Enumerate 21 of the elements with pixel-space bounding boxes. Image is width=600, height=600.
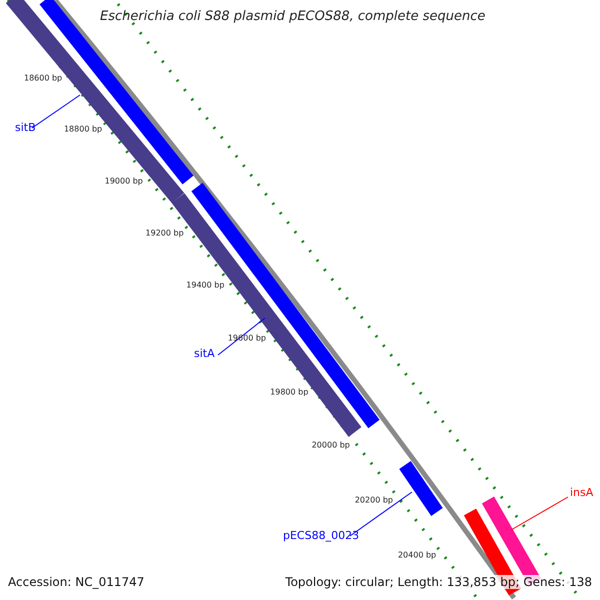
title: Escherichia coli S88 plasmid pECOS88, complete sequence bbox=[100, 9, 486, 24]
position-label: 18800 bp bbox=[64, 124, 102, 134]
summary-text: Topology: circular; Length: 133,853 bp; Genes: 138 bbox=[285, 575, 592, 589]
position-label: 19800 bp bbox=[270, 388, 308, 396]
gene-label: sitB bbox=[15, 121, 36, 134]
position-label: 19200 bp bbox=[146, 228, 184, 238]
leader-line bbox=[218, 318, 266, 356]
position-label: 20400 bp bbox=[398, 550, 436, 560]
leader-line bbox=[32, 94, 80, 128]
leader-line bbox=[510, 496, 568, 530]
position-label: 20200 bp bbox=[354, 496, 393, 504]
gene-label: pECS88_0023 bbox=[283, 529, 360, 542]
leader-line bbox=[350, 492, 412, 536]
position-label: 18600 bp bbox=[24, 74, 62, 82]
gene-feature-bar bbox=[172, 193, 362, 437]
gene-label: insA bbox=[570, 486, 594, 499]
position-label: 19000 bp bbox=[104, 176, 143, 186]
accession-text: Accession: NC_011747 bbox=[8, 575, 144, 589]
position-label: 19400 bp bbox=[186, 280, 224, 290]
gene-label: sitA bbox=[194, 347, 215, 360]
gene-feature-bar bbox=[399, 461, 443, 516]
